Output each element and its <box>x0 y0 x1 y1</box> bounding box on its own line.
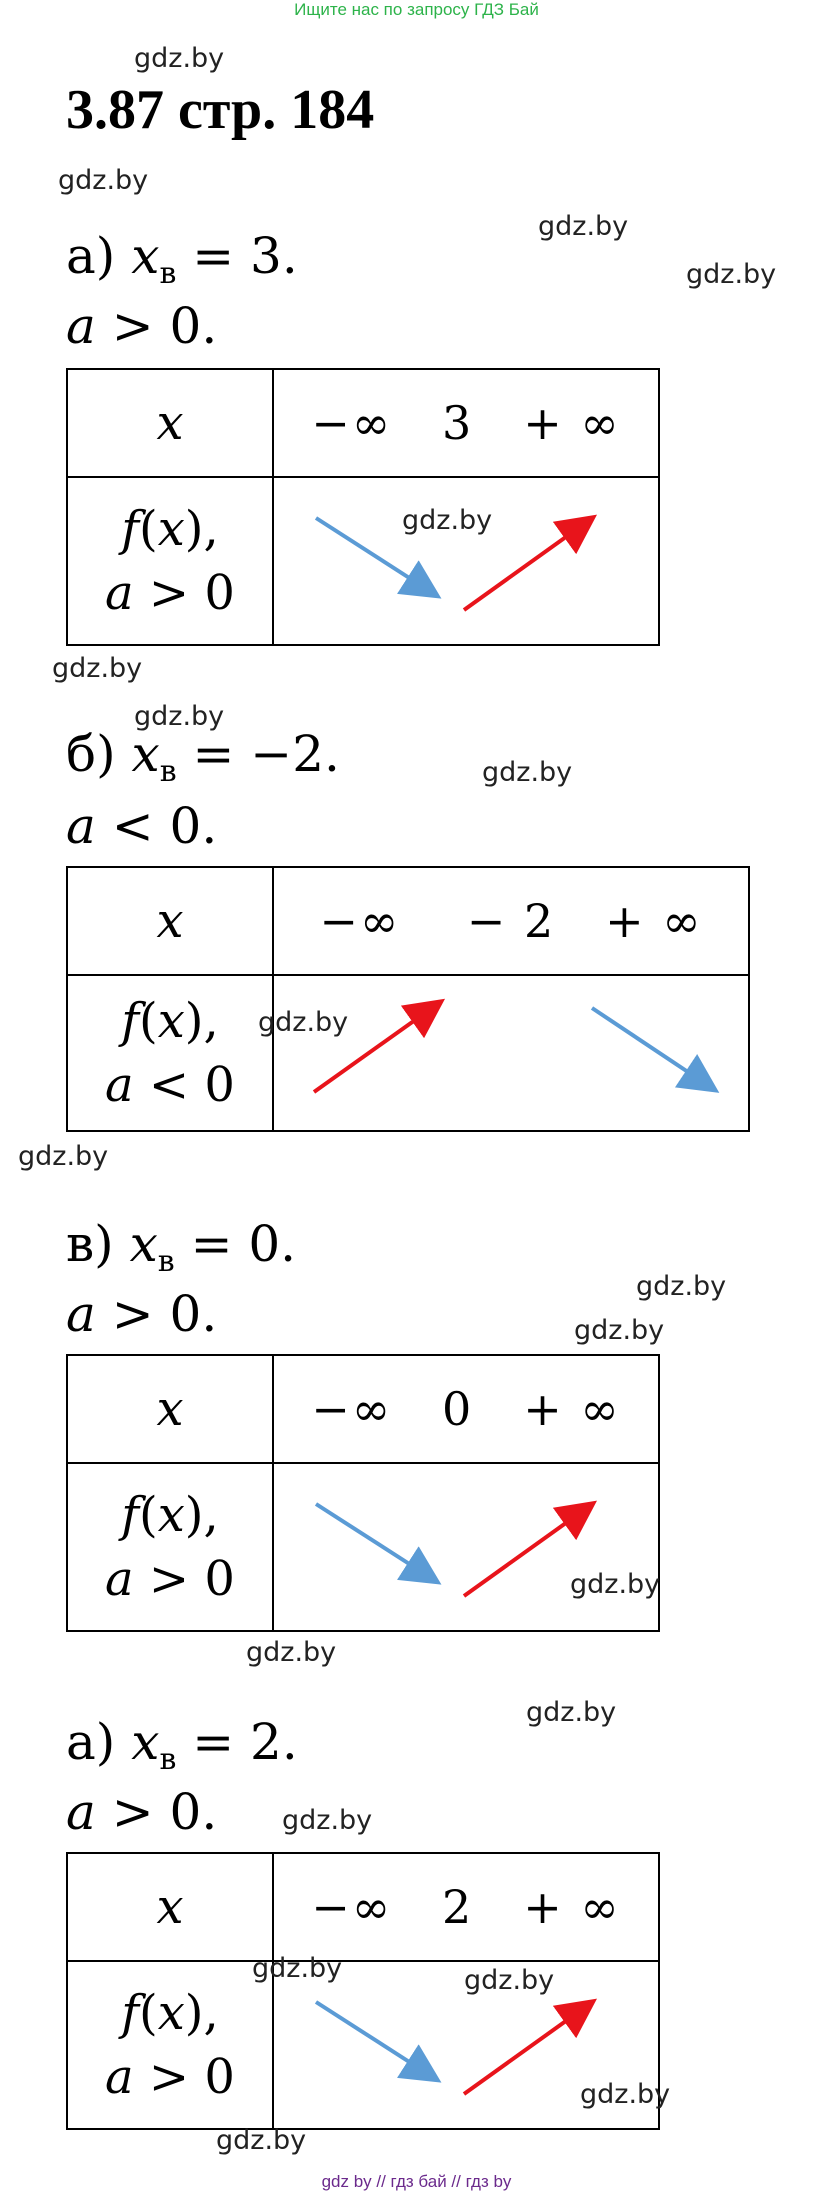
section-2-variation-table: x −∞ − 2 + ∞ f(x),a < 0 <box>66 866 750 1132</box>
watermark: gdz.by <box>258 1007 349 1038</box>
watermark: gdz.by <box>402 505 493 536</box>
watermark: gdz.by <box>482 757 573 788</box>
section-2-condition: a < 0. <box>66 797 218 855</box>
table-function-label: f(x),a > 0 <box>66 476 274 646</box>
arrow-cell <box>272 974 750 1132</box>
arrow-cell <box>272 1462 660 1632</box>
monotonicity-arrows <box>314 1500 598 1598</box>
section-1-variation-table: x −∞ 3 + ∞ f(x),a > 0 <box>66 368 660 646</box>
monotonicity-arrows <box>314 514 598 612</box>
table-header-x: x <box>66 1852 274 1962</box>
decreasing-arrow <box>590 1006 720 1093</box>
watermark: gdz.by <box>580 2079 671 2110</box>
section-1-equation: а) xв = 3. <box>66 227 298 291</box>
table-header-x: x <box>66 866 274 976</box>
watermark: gdz.by <box>134 43 225 74</box>
decreasing-arrow <box>314 2000 442 2083</box>
watermark: gdz.by <box>134 701 225 732</box>
watermark: gdz.by <box>636 1271 727 1302</box>
table-header-values: −∞ 2 + ∞ <box>272 1852 660 1962</box>
table-function-label: f(x),a > 0 <box>66 1462 274 1632</box>
decreasing-arrow <box>314 516 442 599</box>
watermark: gdz.by <box>282 1805 373 1836</box>
footer-links[interactable]: gdz by // гдз бай // гдз by <box>321 2172 512 2191</box>
section-4-condition: a > 0. <box>66 1783 218 1841</box>
section-1-condition: a > 0. <box>66 297 218 355</box>
section-4-variation-table: x −∞ 2 + ∞ f(x),a > 0 <box>66 1852 660 2130</box>
watermark: gdz.by <box>574 1315 665 1346</box>
table-header-values: −∞ − 2 + ∞ <box>272 866 750 976</box>
table-function-label: f(x),a < 0 <box>66 974 274 1132</box>
watermark: gdz.by <box>58 165 149 196</box>
watermark: gdz.by <box>526 1697 617 1728</box>
watermark: gdz.by <box>686 259 777 290</box>
table-header-values: −∞ 0 + ∞ <box>272 1354 660 1464</box>
increasing-arrow <box>312 998 446 1094</box>
search-banner[interactable]: Ищите нас по запросу ГДЗ Бай <box>294 0 539 19</box>
section-2-equation: б) xв = −2. <box>66 725 340 789</box>
monotonicity-arrows <box>312 998 720 1094</box>
section-3-condition: a > 0. <box>66 1285 218 1343</box>
monotonicity-arrows <box>314 1998 598 2096</box>
watermark: gdz.by <box>538 211 629 242</box>
watermark: gdz.by <box>464 1965 555 1996</box>
section-3-variation-table: x −∞ 0 + ∞ f(x),a > 0 <box>66 1354 660 1632</box>
increasing-arrow <box>462 514 598 612</box>
increasing-arrow <box>462 1500 598 1598</box>
watermark: gdz.by <box>252 1953 343 1984</box>
watermark: gdz.by <box>18 1141 109 1172</box>
watermark: gdz.by <box>216 2125 307 2156</box>
table-header-values: −∞ 3 + ∞ <box>272 368 660 478</box>
page-title: 3.87 стр. 184 <box>66 79 375 141</box>
decreasing-arrow <box>314 1502 442 1585</box>
section-4-equation: а) xв = 2. <box>66 1713 298 1777</box>
watermark: gdz.by <box>52 653 143 684</box>
table-header-x: x <box>66 368 274 478</box>
watermark: gdz.by <box>570 1569 661 1600</box>
increasing-arrow <box>462 1998 598 2096</box>
table-function-label: f(x),a > 0 <box>66 1960 274 2130</box>
section-3-equation: в) xв = 0. <box>66 1215 297 1279</box>
watermark: gdz.by <box>246 1637 337 1668</box>
arrow-cell <box>272 476 660 646</box>
arrow-cell <box>272 1960 660 2130</box>
table-header-x: x <box>66 1354 274 1464</box>
